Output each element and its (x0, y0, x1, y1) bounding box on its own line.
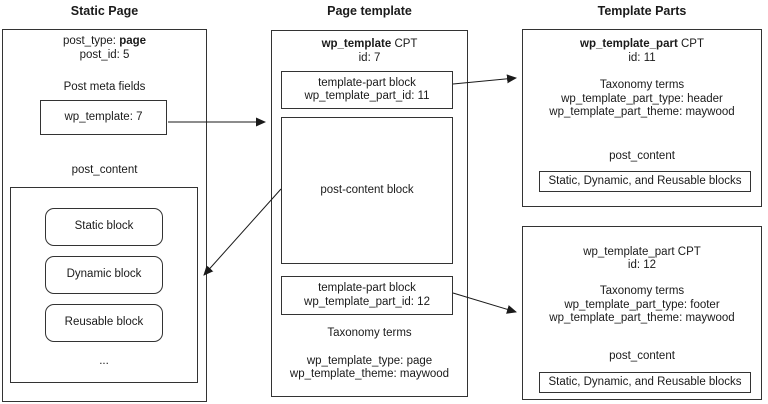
arrow-post-content-block-to-post-content (203, 188, 282, 276)
template-part-block-footer-line2: wp_template_part_id: 12 (304, 295, 430, 308)
template-part-block-header: template-part block wp_template_part_id:… (281, 71, 453, 109)
wp-template-cpt-suffix: CPT (394, 38, 418, 50)
header-card-blocks-summary: Static, Dynamic, and Reusable blocks (548, 174, 742, 187)
post-type-label: post_type: (62, 35, 117, 47)
post-content-block-label: post-content block (320, 183, 414, 196)
footer-card-taxonomy-type: wp_template_part_type: footer (564, 299, 720, 311)
header-card-cpt-suffix: CPT (680, 38, 704, 50)
template-part-block-footer-line1: template-part block (318, 282, 416, 294)
static-block: Static block (45, 208, 163, 246)
post-content-heading: post_content (71, 164, 138, 176)
template-part-block-header-line2: wp_template_part_id: 11 (304, 90, 430, 102)
footer-card-cpt-line: wp_template_part CPT (583, 246, 701, 258)
footer-card-id-line: id: 12 (627, 259, 657, 271)
wp-template-cpt-name: wp_template (321, 38, 392, 50)
more-blocks-ellipsis: ... (99, 355, 109, 367)
footer-card-taxonomy-theme: wp_template_part_theme: maywood (549, 312, 735, 324)
page-template-taxonomy-type: wp_template_type: page (306, 355, 433, 367)
wp-template-field-label: wp_template: 7 (64, 110, 143, 123)
page-template-taxonomy-theme: wp_template_theme: maywood (289, 368, 450, 380)
column-title-page-template: Page template (327, 4, 412, 18)
header-card-id-line: id: 11 (628, 52, 656, 64)
static-block-label: Static block (74, 220, 134, 233)
dynamic-block: Dynamic block (45, 256, 163, 294)
header-card-taxonomy-type: wp_template_part_type: header (561, 93, 723, 105)
footer-card-blocks-box: Static, Dynamic, and Reusable blocks (539, 372, 751, 393)
reusable-block: Reusable block (45, 304, 163, 342)
post-type-line: post_type: page (2, 35, 207, 48)
wp-template-cpt-line: wp_template CPT (271, 38, 468, 51)
header-card-taxonomy-theme: wp_template_part_theme: maywood (549, 106, 735, 118)
footer-card-blocks-summary: Static, Dynamic, and Reusable blocks (548, 375, 742, 388)
footer-card-post-content-heading: post_content (609, 350, 675, 362)
template-part-block-footer: template-part block wp_template_part_id:… (281, 276, 453, 315)
post-content-block: post-content block (281, 117, 453, 264)
post-type-value: page (119, 35, 147, 47)
column-title-static-page: Static Page (70, 4, 139, 18)
wp-template-field-box: wp_template: 7 (40, 100, 167, 135)
template-part-footer-card (522, 226, 762, 400)
header-card-taxonomy-heading: Taxonomy terms (599, 79, 685, 91)
header-card-cpt-line: wp_template_part CPT (522, 38, 762, 51)
header-card-blocks-box: Static, Dynamic, and Reusable blocks (539, 171, 751, 192)
dynamic-block-label: Dynamic block (66, 268, 142, 281)
footer-card-taxonomy-heading: Taxonomy terms (599, 285, 685, 297)
column-title-template-parts: Template Parts (597, 4, 687, 18)
reusable-block-label: Reusable block (64, 316, 144, 329)
header-card-cpt-name: wp_template_part (580, 38, 678, 50)
post-meta-fields-heading: Post meta fields (63, 81, 146, 93)
template-part-block-header-line1: template-part block (318, 76, 416, 89)
wp-template-id-line: id: 7 (358, 52, 381, 64)
header-card-post-content-heading: post_content (609, 150, 675, 162)
post-id-line: post_id: 5 (79, 49, 130, 61)
page-template-taxonomy-heading: Taxonomy terms (327, 327, 412, 339)
